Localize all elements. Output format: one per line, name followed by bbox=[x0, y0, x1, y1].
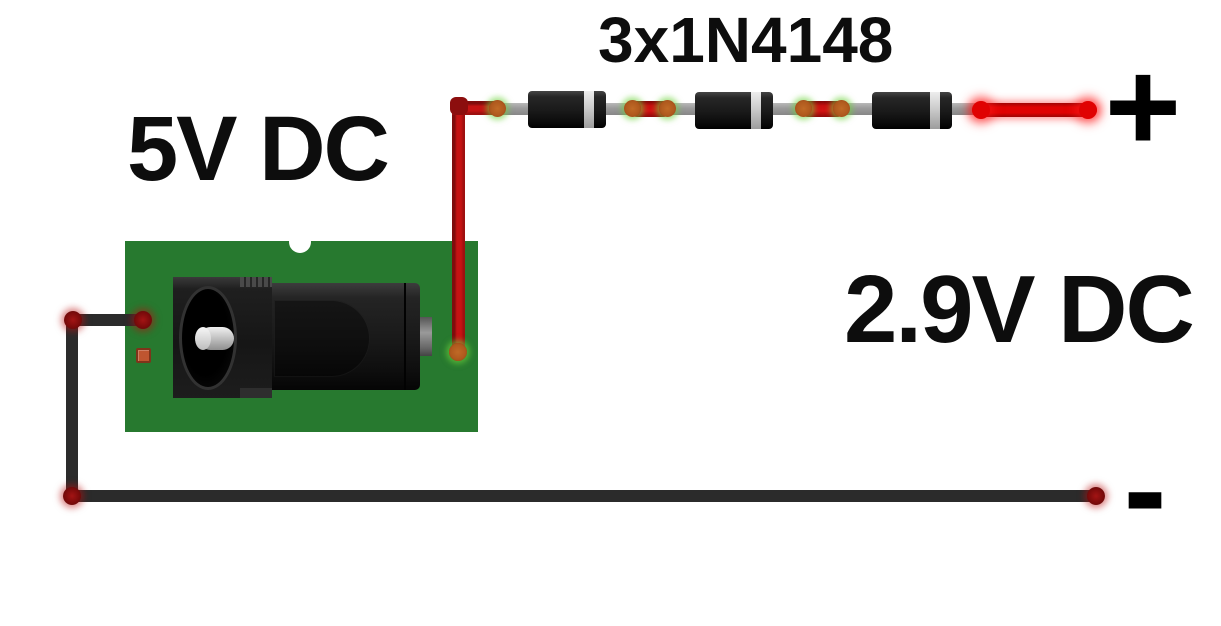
diode-3-cathode-band bbox=[930, 92, 940, 129]
solder-pad-negative-pcb bbox=[134, 311, 152, 329]
output-voltage-label: 2.9V DC bbox=[844, 256, 1195, 363]
barrel-jack-ridge-bottom bbox=[240, 388, 272, 398]
junction-pad-4 bbox=[795, 100, 812, 117]
diode-2-cathode-band bbox=[751, 92, 761, 129]
barrel-jack-cavity bbox=[274, 300, 370, 377]
diode-chain-title: 3x1N4148 bbox=[598, 4, 894, 76]
positive-wire-elbow bbox=[450, 97, 468, 115]
barrel-jack-terminal bbox=[420, 317, 432, 356]
barrel-jack-center-pin-tip bbox=[195, 327, 211, 350]
negative-wire-bottom-segment bbox=[66, 490, 1098, 502]
positive-wire-vertical-segment bbox=[452, 100, 465, 354]
diode-1-cathode-band bbox=[584, 91, 594, 128]
solder-pad-negative-end bbox=[1087, 487, 1105, 505]
solder-pad-negative-corner-top bbox=[64, 311, 82, 329]
output-wire-glow-right bbox=[1079, 101, 1097, 119]
positive-terminal-symbol: + bbox=[1100, 46, 1187, 163]
diode-3 bbox=[872, 92, 952, 129]
junction-pad-3 bbox=[659, 100, 676, 117]
barrel-jack-ridge-top bbox=[240, 277, 272, 287]
diode-1 bbox=[528, 91, 606, 128]
solder-pad-positive-pcb bbox=[449, 343, 467, 361]
smd-component bbox=[136, 348, 151, 363]
junction-pad-2 bbox=[624, 100, 641, 117]
positive-output-wire bbox=[972, 103, 1097, 117]
solder-pad-negative-corner-bottom bbox=[63, 487, 81, 505]
output-wire-glow-left bbox=[972, 101, 990, 119]
negative-terminal-symbol: - bbox=[1123, 436, 1167, 553]
junction-pad-1 bbox=[489, 100, 506, 117]
diode-2 bbox=[695, 92, 773, 129]
junction-pad-5 bbox=[833, 100, 850, 117]
input-voltage-label: 5V DC bbox=[127, 98, 390, 200]
barrel-jack-seam bbox=[404, 283, 406, 390]
negative-wire-left-segment bbox=[66, 314, 78, 502]
negative-wire-top-segment bbox=[67, 314, 150, 326]
pcb-mounting-notch bbox=[289, 231, 311, 253]
barrel-jack-body bbox=[272, 283, 420, 390]
